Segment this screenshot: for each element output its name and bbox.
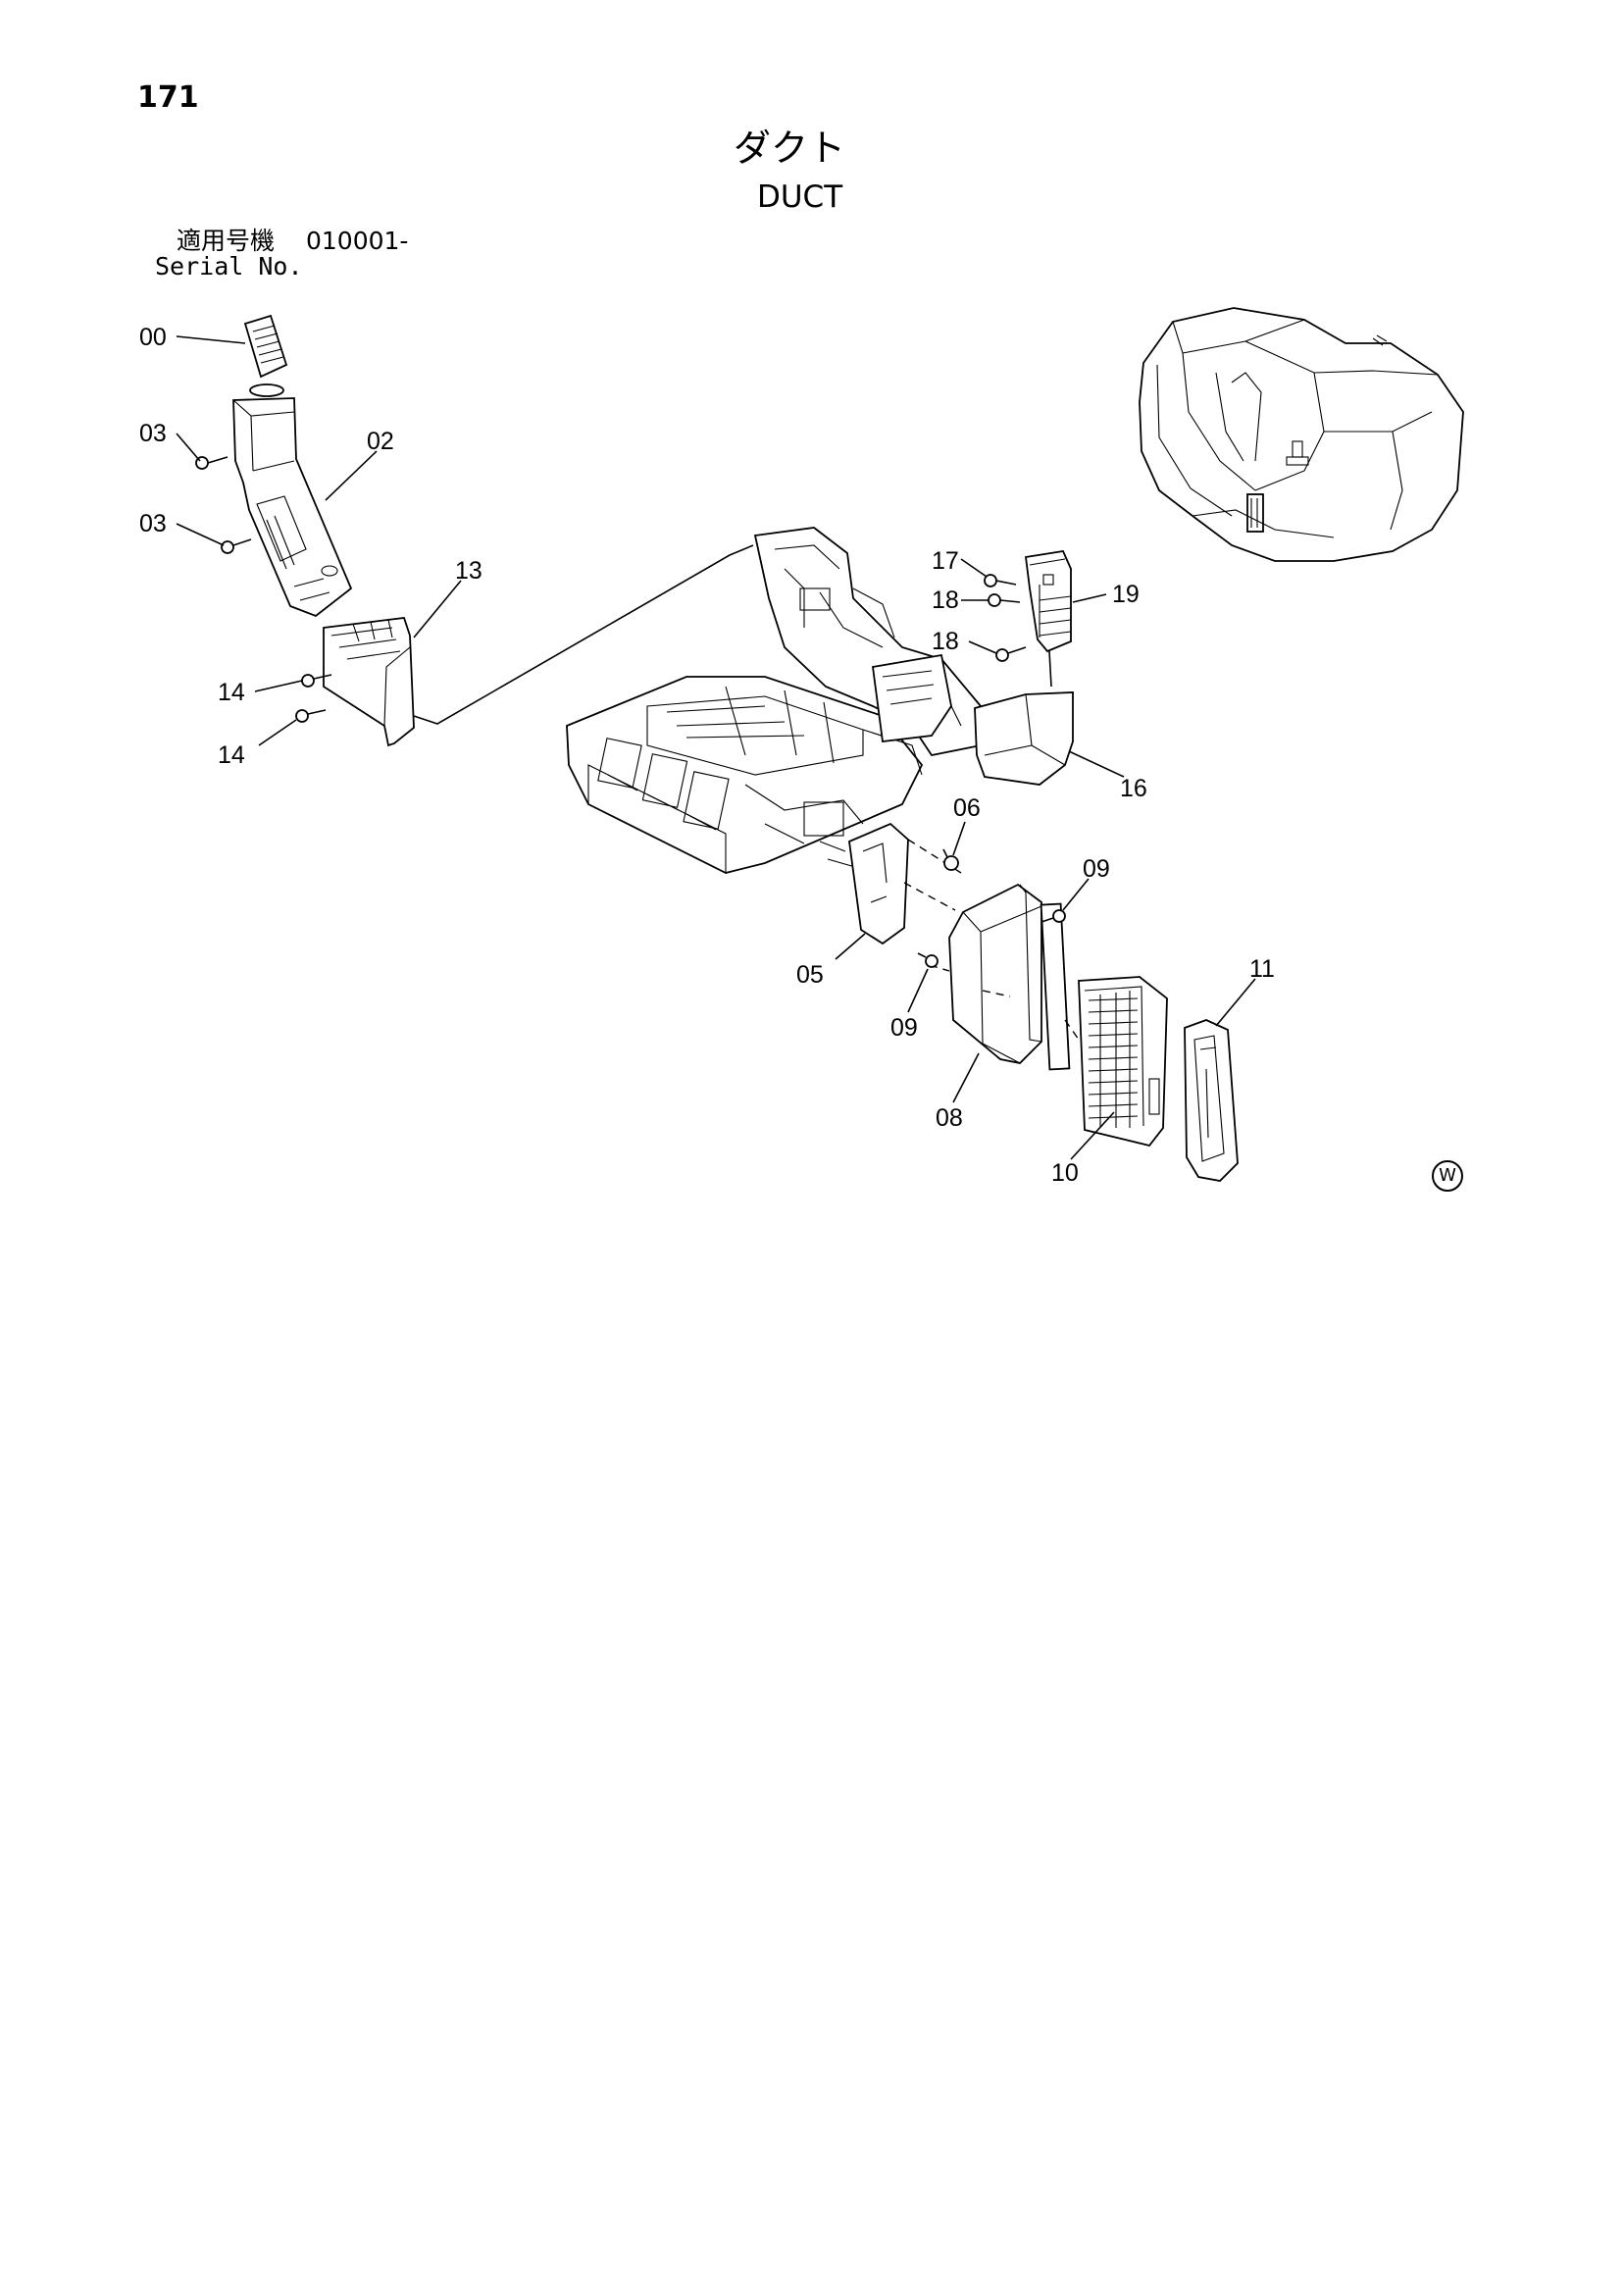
callout-09-right: 09 <box>1083 855 1110 883</box>
callout-00: 00 <box>139 324 167 351</box>
callout-10: 10 <box>1051 1159 1079 1187</box>
part-05-cover <box>848 822 962 945</box>
screw-09-left <box>917 952 939 968</box>
part-10-filter <box>1078 976 1168 1148</box>
callout-19: 19 <box>1112 581 1140 608</box>
part-02-upper-duct <box>232 397 353 618</box>
screw-18-lower <box>995 646 1027 662</box>
callout-05: 05 <box>796 961 824 989</box>
callout-18-upper: 18 <box>932 587 959 614</box>
callout-17: 17 <box>932 547 959 575</box>
callout-03-upper: 03 <box>139 420 167 447</box>
callout-09-left: 09 <box>890 1014 918 1042</box>
callout-16: 16 <box>1120 775 1147 802</box>
leader-lines <box>176 335 1256 1160</box>
part-19-vent-piece <box>1024 550 1072 688</box>
callout-14-upper: 14 <box>218 679 245 706</box>
callout-11: 11 <box>1249 955 1275 983</box>
part-16-side-duct <box>974 691 1074 786</box>
callout-02: 02 <box>367 428 394 455</box>
screw-03-lower <box>221 538 252 554</box>
callout-18-lower: 18 <box>932 628 959 655</box>
circled-w-mark: W <box>1432 1160 1463 1192</box>
part-00-grille-cap <box>243 314 288 397</box>
callout-03-lower: 03 <box>139 510 167 537</box>
connection-line <box>413 544 754 725</box>
part-08-filter-case <box>929 883 1080 1071</box>
callout-14-lower: 14 <box>218 741 245 769</box>
cab-overview-illustration <box>1139 307 1464 562</box>
part-11-outer-cover <box>1184 1019 1239 1182</box>
screw-09-right <box>1040 909 1066 923</box>
callout-06: 06 <box>953 794 981 822</box>
callout-13: 13 <box>455 557 482 585</box>
air-conditioner-unit <box>566 527 982 874</box>
part-13-lower-duct <box>323 617 415 747</box>
screw-18-upper <box>988 593 1021 607</box>
title-japanese: ダクト <box>734 127 846 170</box>
screw-03-upper <box>195 456 228 470</box>
screw-17 <box>984 574 1017 587</box>
callout-08: 08 <box>936 1104 963 1132</box>
screw-06 <box>942 848 959 871</box>
duct-parts-diagram: 00 03 03 02 13 14 14 17 18 18 19 16 06 0… <box>139 307 1464 1187</box>
title-english: DUCT <box>757 179 843 215</box>
serial-label-english: Serial No. <box>155 252 303 281</box>
callout-labels: 00 03 03 02 13 14 14 17 18 18 19 16 06 0… <box>139 324 1275 1187</box>
serial-label-japanese: 適用号機 <box>177 227 276 255</box>
serial-value: 010001- <box>306 227 409 255</box>
page-number: 171 <box>137 80 199 115</box>
screw-14-lower <box>295 709 327 723</box>
